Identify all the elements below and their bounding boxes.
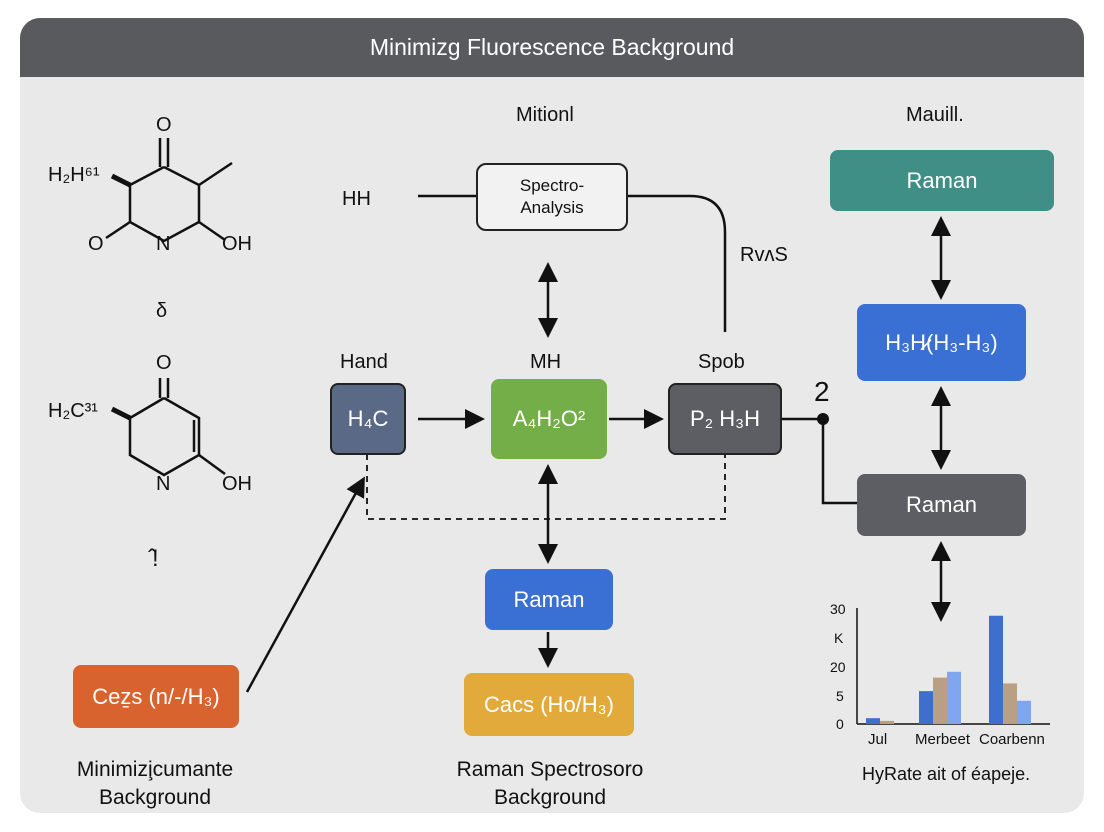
cacs-box[interactable]: Cacs (Ho/H₃) [464, 673, 634, 736]
number-two-label: 2 [814, 376, 830, 407]
y-tick-label: 5 [836, 688, 844, 704]
p2h3h-box[interactable]: P₂ H₃H [668, 383, 782, 455]
y-tick-label: 30 [830, 601, 846, 617]
left-caption: Minimizi̧cumante Background [40, 756, 270, 812]
a4h2o2-box[interactable]: A₄H₂O² [491, 379, 607, 459]
separator-symbol-2: ̂! [152, 545, 159, 572]
bar-merbeet-series-1 [919, 691, 933, 724]
x-tick-label: Jul [868, 731, 888, 748]
bar-coarbenn-series-2 [1003, 683, 1017, 724]
rvs-label: RvʌS [740, 244, 788, 266]
m2-n: N [156, 473, 171, 495]
m2-oh: OH [222, 473, 252, 495]
y-tick-label: 20 [830, 659, 846, 675]
m1-top-o: O [156, 114, 172, 136]
center-header: Mitionl [516, 104, 574, 126]
molecule-1-structure [105, 138, 233, 243]
bar-merbeet-series-3 [947, 671, 961, 724]
right-header: Mauill. [906, 104, 964, 126]
spectro-analysis-box[interactable]: Spectro- Analysis [476, 163, 628, 231]
m2-top-o: O [156, 352, 172, 374]
left-caption-line-1: Minimizi̧cumante [76, 758, 234, 781]
chart-caption: HyRate ait of éapeje. [862, 764, 1031, 784]
x-tick-label: Coarbenn [979, 731, 1045, 748]
m1-oh: OH [222, 233, 252, 255]
title-bar: Minimizg Fluorescence Background [20, 18, 1084, 77]
m2-left-group: H₂C³¹ [48, 400, 98, 422]
bar-coarbenn-series-1 [989, 615, 1003, 724]
raman-top-box[interactable]: Raman [830, 150, 1054, 211]
m1-o: O [88, 233, 104, 255]
y-tick-label: K [834, 630, 844, 646]
y-tick-label: 0 [836, 716, 844, 732]
hand-label: Hand [340, 351, 388, 373]
molecule-2-structure [110, 378, 226, 477]
hh-label: HH [342, 188, 371, 210]
separator-symbol-1: δ [156, 300, 168, 322]
raman-center-box[interactable]: Raman [485, 569, 613, 630]
m1-n: N [156, 233, 171, 255]
center-caption-line-1: Raman Spectrosoro [456, 758, 644, 781]
bar-jul-series-2 [880, 720, 894, 724]
center-caption-line-2: Background [493, 786, 607, 809]
mh-label: MH [530, 351, 562, 373]
left-caption-line-2: Background [98, 786, 212, 809]
chart-bars [866, 615, 1031, 724]
h4c-box[interactable]: H₄C [330, 383, 406, 455]
spob-label: Spob [698, 351, 745, 373]
h3h-box[interactable]: H₃H̷(H₃-H₃) [857, 304, 1026, 381]
raman-mid-box[interactable]: Raman [857, 474, 1026, 536]
center-caption: Raman Spectrosoro Background [430, 756, 670, 812]
bar-merbeet-series-2 [933, 677, 947, 724]
cezs-box[interactable]: Ceẕs (n/-/H₃) [73, 665, 239, 728]
m1-left-group: H₂H⁶¹ [48, 164, 100, 186]
bar-coarbenn-series-3 [1017, 700, 1031, 724]
x-tick-label: Merbeet [915, 731, 971, 748]
bar-jul-series-1 [866, 718, 880, 724]
